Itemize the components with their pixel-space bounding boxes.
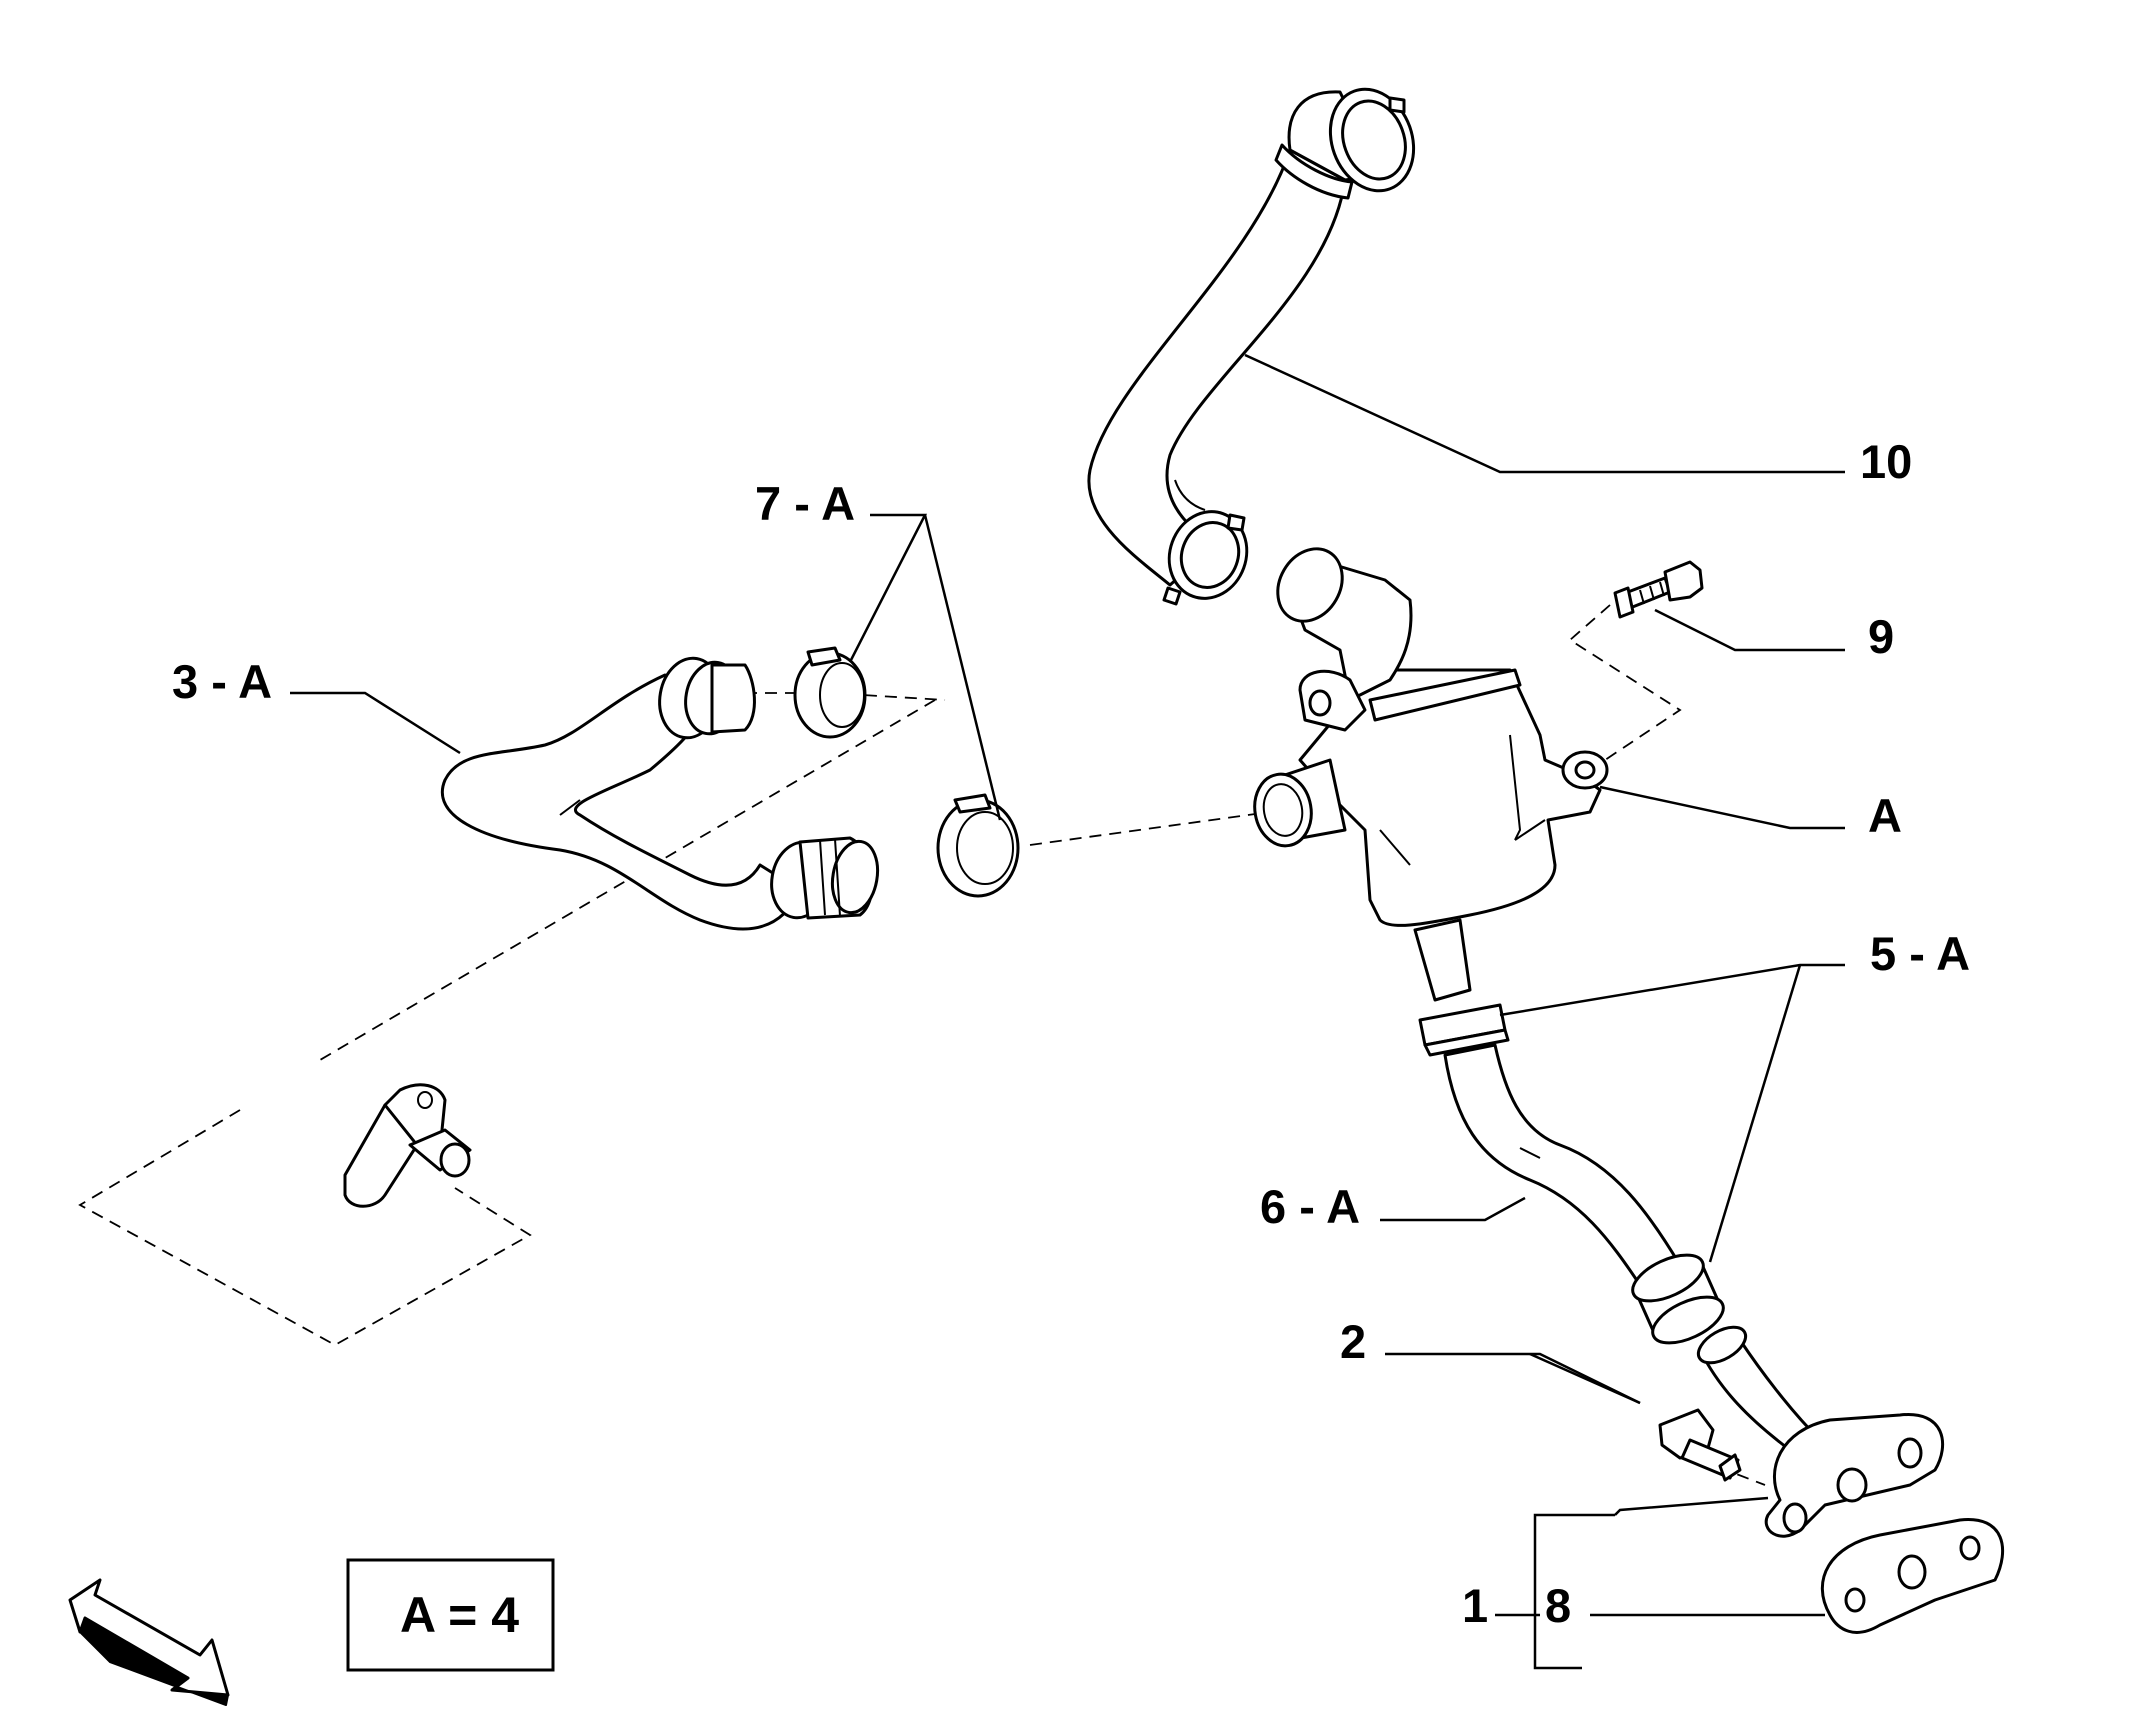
part-8-gasket — [1820, 1518, 2004, 1634]
part-10-upper-hose — [1087, 87, 1416, 606]
callout-5A: 5 - A — [1870, 927, 1970, 980]
callout-2: 2 — [1340, 1315, 1366, 1368]
part-A-thermostat-housing — [1253, 547, 1609, 1002]
part-6A-lower-pipe — [1443, 1043, 1682, 1287]
callout-3A: 3 - A — [172, 655, 272, 708]
leader-lines — [290, 353, 1845, 1670]
callout-7A: 7 - A — [755, 477, 855, 530]
engine-fitting — [343, 1083, 472, 1208]
part-3A-u-hose — [440, 656, 880, 931]
part-2-bolt — [1658, 1408, 1742, 1482]
part-5A-sleeve-lower — [1631, 1253, 1725, 1345]
callout-1: 1 — [1462, 1579, 1488, 1632]
callout-10: 10 — [1860, 435, 1912, 488]
part-7A-clamp-lower — [936, 793, 1020, 898]
callout-6A: 6 - A — [1260, 1180, 1360, 1233]
legend-box: A = 4 — [346, 1558, 555, 1672]
callout-9: 9 — [1868, 610, 1894, 663]
part-9-bolt — [1613, 560, 1704, 619]
callout-labels: 10 9 A 5 - A 6 - A 7 - A 3 - A 2 1 8 — [172, 435, 1970, 1632]
orientation-arrow-icon — [68, 1578, 230, 1706]
part-1-tube-flange — [1696, 1325, 1944, 1538]
callout-A: A — [1868, 789, 1902, 842]
callout-8: 8 — [1545, 1579, 1571, 1632]
legend-text: A = 4 — [400, 1587, 519, 1643]
part-7A-clamp-upper — [793, 646, 867, 739]
part-5A-clamp-upper — [1418, 1003, 1510, 1057]
